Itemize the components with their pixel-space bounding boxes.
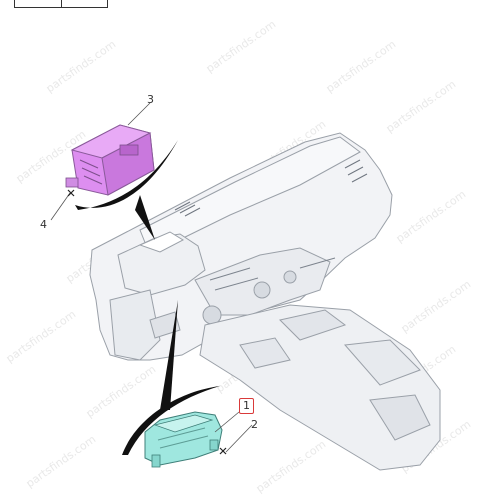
callout-4: 4: [40, 218, 47, 231]
callout-2: 2: [251, 418, 258, 431]
callout-3: 3: [147, 93, 154, 106]
instrument-cluster-icon: [144, 411, 223, 468]
electronic-module-icon: [65, 124, 155, 196]
dashboard-assembly-icon: [89, 132, 441, 471]
table-divider: [61, 0, 62, 7]
screw-fastener-icon: [67, 189, 75, 197]
screw-fastener-icon: [219, 447, 227, 455]
callout-1: 1: [239, 398, 254, 414]
leader-lines: [50, 102, 253, 453]
header-table-fragment: [14, 0, 108, 8]
indicator-swoosh: [75, 140, 220, 455]
